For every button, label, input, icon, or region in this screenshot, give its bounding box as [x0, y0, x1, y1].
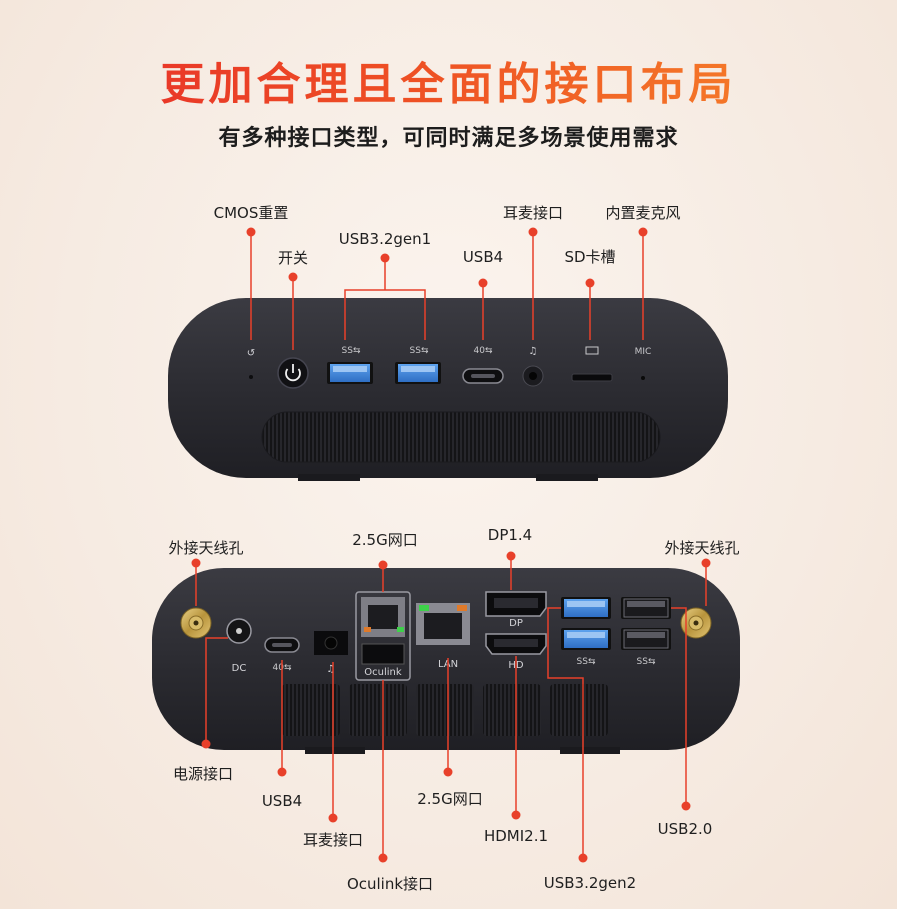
oculink-port[interactable]: Oculink	[361, 643, 405, 678]
label-usb32gen2: USB3.2gen2	[544, 874, 636, 892]
builtin-mic: MIC	[635, 347, 652, 380]
usb20-port-1[interactable]	[621, 597, 671, 619]
back-callout-labels: 外接天线孔 外接天线孔 2.5G网口 DP1.4 电源接口 USB4 耳麦接口 …	[168, 526, 739, 893]
front-callout-lines	[250, 232, 644, 350]
svg-text:MIC: MIC	[635, 347, 652, 357]
label-sd: SD卡槽	[564, 248, 615, 266]
back-device: DC 40⇆ ♫ Oculink	[152, 568, 740, 754]
svg-text:40⇆: 40⇆	[474, 346, 493, 356]
svg-text:SS⇆: SS⇆	[410, 346, 429, 356]
label-usb32gen1: USB3.2gen1	[339, 230, 431, 248]
power-button[interactable]	[277, 357, 309, 389]
front-foot	[536, 474, 598, 481]
headset-jack-back[interactable]: ♫	[314, 631, 348, 675]
label-mic: 内置麦克风	[605, 204, 680, 222]
label-lan-top: 2.5G网口	[352, 531, 417, 549]
label-headset-front: 耳麦接口	[503, 204, 563, 222]
label-oculink: Oculink接口	[347, 875, 433, 893]
page-subtitle: 有多种接口类型，可同时满足多场景使用需求	[218, 126, 679, 151]
sd-icon	[585, 346, 599, 355]
usb20-port-2[interactable]: SS⇆	[621, 628, 671, 667]
back-callout-dots	[191, 551, 711, 863]
cmos-reset-hole[interactable]: ↺	[247, 348, 255, 379]
headset-icon: ♫	[327, 664, 336, 675]
svg-text:DP: DP	[509, 618, 523, 629]
front-device: ↺ SS⇆ SS⇆ 40⇆ ♫	[168, 298, 728, 481]
oculink-lan-block: Oculink	[355, 591, 411, 681]
page-title: 更加合理且全面的接口布局	[0, 48, 897, 112]
label-usb4-front: USB4	[463, 248, 503, 266]
label-lan-bottom: 2.5G网口	[417, 790, 482, 808]
power-icon	[285, 368, 301, 382]
usb32gen1-port-2[interactable]: SS⇆	[395, 346, 441, 384]
headset-icon: ♫	[529, 346, 538, 357]
label-power-in: 电源接口	[173, 765, 233, 783]
back-foot	[305, 747, 365, 754]
label-usb20: USB2.0	[658, 820, 713, 838]
cmos-symbol: ↺	[247, 348, 255, 359]
front-foot	[298, 474, 360, 481]
label-usb4-back: USB4	[262, 792, 302, 810]
back-callout-lines	[195, 556, 707, 858]
usb32gen2-port-1[interactable]	[561, 597, 611, 619]
lan-port-1[interactable]	[361, 597, 405, 637]
label-hdmi: HDMI2.1	[484, 827, 548, 845]
svg-text:SS⇆: SS⇆	[577, 657, 596, 667]
front-callout-dots	[246, 227, 648, 288]
usb32gen1-port-1[interactable]: SS⇆	[327, 346, 373, 384]
front-vent	[261, 411, 661, 463]
usb32gen2-port-2[interactable]: SS⇆	[561, 628, 611, 667]
sd-card-slot[interactable]	[571, 346, 613, 382]
label-antenna-left: 外接天线孔	[168, 539, 243, 557]
svg-text:SS⇆: SS⇆	[637, 657, 656, 667]
svg-text:Oculink: Oculink	[364, 667, 402, 678]
back-foot	[560, 747, 620, 754]
antenna-connector-right[interactable]	[680, 607, 712, 639]
front-callout-labels: CMOS重置 开关 USB3.2gen1 USB4 耳麦接口 SD卡槽 内置麦克…	[214, 204, 681, 267]
dp-port[interactable]: DP	[485, 591, 547, 629]
label-cmos: CMOS重置	[214, 204, 289, 222]
label-power: 开关	[278, 249, 308, 267]
back-vents	[282, 684, 608, 736]
label-antenna-right: 外接天线孔	[664, 539, 739, 557]
label-dp: DP1.4	[488, 526, 532, 544]
svg-text:DC: DC	[232, 663, 247, 674]
usb4-port-front[interactable]: 40⇆	[462, 346, 504, 384]
label-headset-back: 耳麦接口	[303, 831, 363, 849]
antenna-connector-left[interactable]	[180, 607, 212, 639]
headset-jack-front[interactable]: ♫	[522, 346, 544, 387]
dc-power-jack[interactable]: DC	[226, 618, 252, 674]
svg-text:SS⇆: SS⇆	[342, 346, 361, 356]
